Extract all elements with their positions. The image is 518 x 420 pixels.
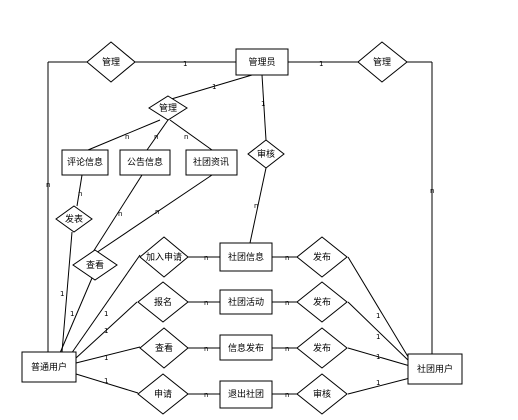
relationship-publish-2: 发布 xyxy=(296,281,348,323)
card-1: 1 xyxy=(104,354,108,362)
entity-label: 社团用户 xyxy=(417,363,453,375)
relationship-label: 审核 xyxy=(313,388,331,400)
relationship-label: 发布 xyxy=(313,342,331,354)
card-1: 1 xyxy=(319,60,323,68)
entity-club-info: 社团信息 xyxy=(219,242,273,272)
card-n: n xyxy=(78,190,82,198)
card-1: 1 xyxy=(376,353,380,361)
entity-label: 评论信息 xyxy=(67,156,103,168)
card-n: n xyxy=(204,391,208,399)
relationship-label: 发布 xyxy=(313,296,331,308)
card-n: n xyxy=(125,133,129,141)
relationship-label: 发表 xyxy=(65,213,83,225)
card-1: 1 xyxy=(376,379,380,387)
card-n: n xyxy=(118,210,122,218)
card-n: n xyxy=(184,133,188,141)
relationship-label: 审核 xyxy=(257,148,275,160)
entity-normal-user: 普通用户 xyxy=(21,351,77,383)
entity-label: 管理员 xyxy=(248,56,275,68)
card-1: 1 xyxy=(212,83,216,91)
entity-club-news: 社团资讯 xyxy=(185,149,238,176)
card-n: n xyxy=(285,254,289,262)
entity-label: 公告信息 xyxy=(127,156,163,168)
relationship-manage-right: 管理 xyxy=(357,41,408,83)
relationship-publish-3: 发布 xyxy=(296,327,348,369)
entity-comment-info: 评论信息 xyxy=(61,149,109,176)
card-n: n xyxy=(46,181,50,189)
connector-lines xyxy=(47,61,433,395)
entity-club-user: 社团用户 xyxy=(407,353,463,385)
card-n: n xyxy=(155,208,159,216)
entity-label: 社团资讯 xyxy=(193,156,229,168)
entity-label: 普通用户 xyxy=(31,361,67,373)
card-n: n xyxy=(254,202,258,210)
card-1: 1 xyxy=(104,377,108,385)
relationship-signup: 报名 xyxy=(137,281,189,323)
card-n: n xyxy=(285,345,289,353)
card-1: 1 xyxy=(104,327,108,335)
relationship-join-apply: 加入申请 xyxy=(139,236,189,278)
entity-notice-info: 公告信息 xyxy=(119,149,171,176)
entity-info-publish: 信息发布 xyxy=(219,334,273,361)
relationship-publish-1: 发布 xyxy=(296,236,348,278)
relationship-review-bottom: 审核 xyxy=(296,373,348,415)
relationship-review-top: 审核 xyxy=(247,139,285,169)
card-n: n xyxy=(154,133,158,141)
entity-label: 退出社团 xyxy=(228,388,264,400)
card-n: n xyxy=(430,187,434,195)
card-n: n xyxy=(285,299,289,307)
card-1: 1 xyxy=(70,310,74,318)
relationship-label: 加入申请 xyxy=(146,251,182,263)
relationship-label: 管理 xyxy=(102,56,120,68)
relationship-label: 查看 xyxy=(155,342,173,354)
relationship-label: 管理 xyxy=(373,56,391,68)
card-1: 1 xyxy=(376,333,380,341)
relationship-manage-center: 管理 xyxy=(148,95,188,121)
card-n: n xyxy=(204,254,208,262)
relationship-label: 查看 xyxy=(86,259,104,271)
entity-quit-club: 退出社团 xyxy=(219,380,273,409)
entity-admin: 管理员 xyxy=(235,48,289,76)
card-n: n xyxy=(285,391,289,399)
entity-label: 社团信息 xyxy=(228,251,264,263)
relationship-label: 申请 xyxy=(154,388,172,400)
relationship-view-middle: 查看 xyxy=(139,327,189,369)
card-1: 1 xyxy=(60,290,64,298)
card-1: 1 xyxy=(104,310,108,318)
relationship-post: 发表 xyxy=(55,205,93,233)
card-n: n xyxy=(204,345,208,353)
relationship-view-left: 查看 xyxy=(72,249,118,281)
relationship-label: 管理 xyxy=(159,102,177,114)
entity-club-activity: 社团活动 xyxy=(219,289,273,315)
entity-label: 信息发布 xyxy=(228,342,264,354)
card-n: n xyxy=(204,299,208,307)
relationship-apply: 申请 xyxy=(137,373,189,415)
relationship-manage-left: 管理 xyxy=(86,41,136,83)
relationship-label: 报名 xyxy=(154,296,172,308)
card-1: 1 xyxy=(183,60,187,68)
relationship-label: 发布 xyxy=(313,251,331,263)
card-1: 1 xyxy=(261,100,265,108)
card-1: 1 xyxy=(376,312,380,320)
entity-label: 社团活动 xyxy=(228,296,264,308)
cardinality-labels: 1 1 n n 1 1 n n n n n n n 1 1 1 1 1 1 n … xyxy=(46,60,434,399)
